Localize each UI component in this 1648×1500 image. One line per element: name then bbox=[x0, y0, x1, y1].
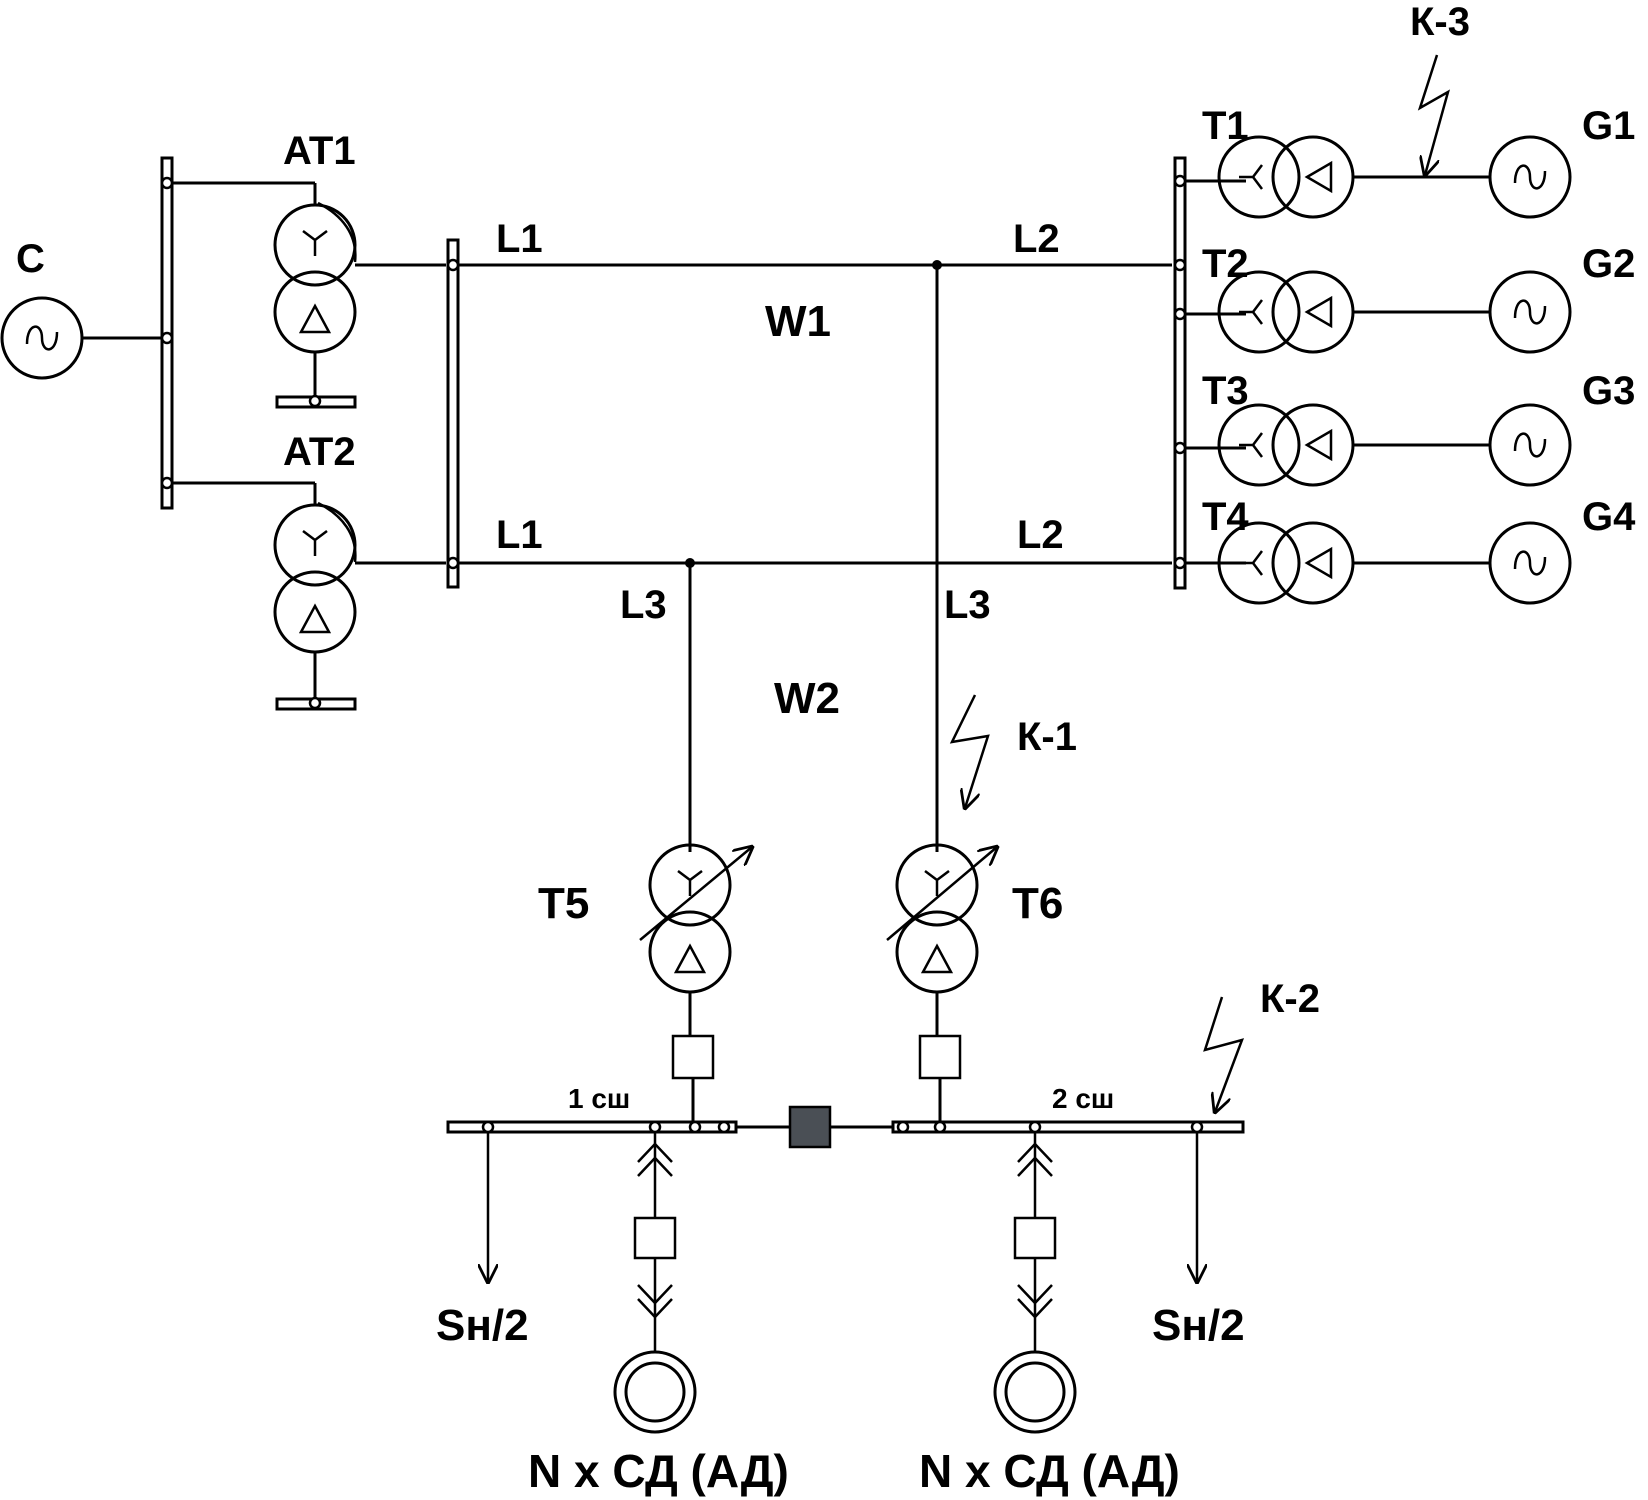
at1-label: AT1 bbox=[283, 129, 356, 173]
source-c-label: C bbox=[16, 237, 45, 281]
t2-label: T2 bbox=[1202, 242, 1249, 286]
l3-right-label: L3 bbox=[944, 583, 991, 627]
bus-2-label: 2 сш bbox=[1052, 1083, 1114, 1114]
w2-l1-label: L1 bbox=[496, 513, 543, 557]
system-source-c bbox=[0, 296, 165, 380]
t5-label: T5 bbox=[538, 879, 589, 928]
t1-label: T1 bbox=[1202, 104, 1249, 148]
transformer-t5 bbox=[639, 843, 752, 1123]
source-bus bbox=[160, 156, 174, 510]
fault-k3-arrow bbox=[1417, 54, 1451, 175]
g3-label: G3 bbox=[1582, 369, 1635, 413]
w2-l2-label: L2 bbox=[1017, 513, 1064, 557]
load-right-label: Sн/2 bbox=[1152, 1301, 1245, 1350]
generator-unit-3 bbox=[1185, 403, 1572, 487]
hv-bus-right bbox=[1173, 156, 1187, 590]
fault-k2-arrow bbox=[1203, 996, 1245, 1112]
fault-k1-arrow bbox=[949, 694, 990, 808]
t6-label: T6 bbox=[1012, 879, 1063, 928]
at2-label: AT2 bbox=[283, 430, 356, 474]
autotransformer-at1 bbox=[172, 181, 446, 409]
t4-label: T4 bbox=[1202, 495, 1249, 539]
k3-label: К-3 bbox=[1410, 0, 1470, 44]
generator-unit-1 bbox=[1185, 135, 1572, 219]
autotransformer-at2 bbox=[172, 481, 446, 711]
motor-feeder-left bbox=[613, 1132, 697, 1434]
bus-tie-breaker bbox=[736, 1105, 893, 1149]
k2-label: К-2 bbox=[1260, 977, 1320, 1021]
load-left-label: Sн/2 bbox=[436, 1301, 529, 1350]
hv-bus-left bbox=[446, 238, 460, 589]
line-w1 bbox=[458, 260, 1172, 270]
w1-label: W1 bbox=[765, 297, 831, 346]
w2-label: W2 bbox=[774, 674, 840, 723]
w1-l2-label: L2 bbox=[1013, 217, 1060, 261]
l3-left-label: L3 bbox=[620, 583, 667, 627]
motor-right-label: N x СД (АД) bbox=[919, 1445, 1180, 1497]
transformer-t6 bbox=[886, 843, 997, 1123]
k1-label: К-1 bbox=[1017, 715, 1077, 759]
t3-label: T3 bbox=[1202, 369, 1249, 413]
g4-label: G4 bbox=[1582, 495, 1636, 539]
line-w2 bbox=[458, 558, 1172, 568]
generator-unit-2 bbox=[1185, 270, 1572, 354]
w1-l1-label: L1 bbox=[496, 217, 543, 261]
g2-label: G2 bbox=[1582, 242, 1635, 286]
g1-label: G1 bbox=[1582, 104, 1635, 148]
lv-bus-section-2 bbox=[891, 1120, 1245, 1134]
motor-left-label: N x СД (АД) bbox=[528, 1445, 789, 1497]
bus-1-label: 1 сш bbox=[568, 1083, 630, 1114]
lv-bus-section-1 bbox=[446, 1120, 738, 1134]
motor-feeder-right bbox=[993, 1132, 1077, 1434]
generator-unit-4 bbox=[1185, 521, 1572, 605]
